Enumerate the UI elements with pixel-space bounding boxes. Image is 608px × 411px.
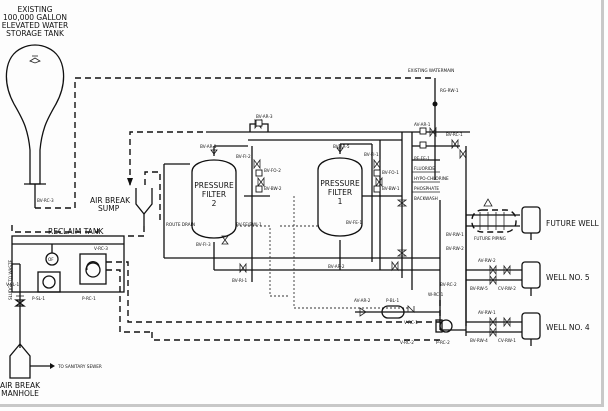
- cv-rw-2-tag: CV-RW-2: [498, 286, 516, 291]
- raw-water-header: [440, 200, 522, 336]
- p-bl-1-tag: P-BL-1: [386, 298, 399, 303]
- well-4-assembly: [489, 312, 541, 346]
- pe-fe-1-tag: PE-FE-1: [414, 156, 430, 161]
- future-well-assembly: [471, 198, 541, 240]
- pressure-filter-2-label-1: PRESSURE: [194, 181, 234, 190]
- cv-rw-1-tag: CV-RW-1: [498, 338, 516, 343]
- av-ar-3-tag: AV-AR-2: [354, 298, 371, 303]
- pressure-filter-1-label-1: PRESSURE: [320, 179, 360, 188]
- v-sl-1-tag: V-SL-1: [6, 282, 20, 287]
- air-blower-line: [355, 305, 453, 333]
- sludge-line: [11, 263, 26, 348]
- bv-rw-5-tag: BV-RW-5: [470, 286, 488, 291]
- air-break-sump: [127, 131, 206, 226]
- tank-valve-tag: BV-RC-3: [37, 198, 54, 203]
- air-break-manhole-label-1: AIR BREAK: [0, 381, 41, 390]
- p-rc-1-tag: P-RC-1: [82, 296, 96, 301]
- v-rc-3-tag: V-RC-3: [94, 246, 108, 251]
- fluoride-label: FLUORIDE: [414, 166, 435, 171]
- sludge-to-waste-label: SLUDGE TO WASTE: [8, 260, 13, 300]
- future-piping-label: FUTURE PIPING: [474, 236, 506, 241]
- valves: [221, 118, 408, 274]
- av-rw-2-tag: AV-RW-2: [478, 258, 496, 263]
- bv-fe-2-tag: BV-FE/BWI-1: [236, 222, 262, 227]
- av-ar-1-tag: AV-AR-1: [414, 122, 431, 127]
- bv-fo-1-tag: BV-FO-1: [382, 170, 399, 175]
- air-break-manhole: [9, 342, 55, 379]
- pressure-filter-1: [317, 144, 363, 252]
- rg-tag: RG-RW-1: [440, 88, 459, 93]
- bv-rc-1-tag: BV-RC-1: [446, 132, 463, 137]
- bv-bw-1-tag: BV-BW-1: [382, 186, 400, 191]
- reclaim-tank: OF: [11, 225, 145, 293]
- bv-ar-3-tag: BV-AR-3: [256, 114, 273, 119]
- existing-watermain-label: EXISTING WATERMAIN: [408, 68, 454, 73]
- phosphate-label: PHOSPHATE: [414, 186, 439, 191]
- to-sanitary-sewer-label: TO SANITARY SEWER: [57, 364, 102, 369]
- bv-ar-2-tag: BV-AR-2: [328, 264, 345, 269]
- bv-fe-1-tag: BV-FE-1: [346, 220, 362, 225]
- p-sl-1-tag: P-SL-1: [32, 296, 45, 301]
- bv-rw-4-tag: BV-RW-4: [470, 338, 488, 343]
- drain-return-line: [151, 332, 440, 341]
- elevated-water-tank: BV-RC-3: [5, 44, 65, 208]
- recycle-lines: [106, 261, 441, 333]
- future-well-label: FUTURE WELL: [546, 219, 600, 228]
- air-break-manhole-label-2: MANHOLE: [1, 389, 39, 398]
- bv-fi-2-tag: BV-FI-2: [236, 154, 251, 159]
- tank-title-line-4: STORAGE TANK: [6, 29, 65, 38]
- filter-piping: [163, 123, 440, 309]
- v-rc-2-tag: V-RC-2: [400, 340, 414, 345]
- reclaim-tank-label: RECLAIM TANK: [48, 227, 104, 236]
- existing-watermain-line: EXISTING WATERMAIN RG-RW-1: [35, 68, 459, 209]
- pressure-filter-2-label-2: FILTER: [202, 190, 226, 199]
- bv-rc-2-tag: BV-RC-2: [440, 282, 457, 287]
- well-5-assembly: [489, 261, 541, 296]
- tank-title-line-1: EXISTING: [17, 5, 52, 14]
- chemical-feed: [412, 118, 470, 330]
- backwash-label: BACKWASH: [414, 196, 438, 201]
- av-rw-1-tag: AV-RW-1: [478, 310, 496, 315]
- w-rc-1-tag: W-RC-1: [428, 292, 444, 297]
- p-rc-2-tag: P-RC-2: [436, 340, 450, 345]
- bv-rw-2-tag: BV-RW-2: [446, 246, 464, 251]
- route-drain-label: ROUTE DRAIN: [166, 222, 195, 227]
- bv-fi-3-tag: BV-FI-3: [196, 242, 211, 247]
- hypo-chlorine-label: HYPO-CHLORINE: [414, 176, 449, 181]
- well-5-label: WELL NO. 5: [546, 273, 590, 282]
- bv-ar-1-tag: BV-AR-1: [200, 144, 217, 149]
- bv-rw-1-tag: BV-RW-1: [446, 232, 464, 237]
- bv-ri-1-tag: BV-RI-1: [232, 278, 248, 283]
- bv-fo-2-tag: BV-FO-2: [264, 168, 281, 173]
- well-4-label: WELL NO. 4: [546, 323, 590, 332]
- bv-ar-5-tag: BV-AR-5: [333, 144, 350, 149]
- tank-title-line-3: ELEVATED WATER: [2, 21, 68, 30]
- pressure-filter-2-label-3: 2: [212, 199, 217, 208]
- of-tag: OF: [48, 257, 54, 262]
- bv-bw-2-tag: BV-BW-2: [264, 186, 282, 191]
- bv-fi-1-tag: BV-FI-1: [364, 152, 379, 157]
- pressure-filter-1-label-2: FILTER: [328, 188, 352, 197]
- v-rc-1-tag: V-RC-1: [404, 320, 418, 325]
- tank-title-line-2: 100,000 GALLON: [3, 13, 67, 22]
- pressure-filter-1-label-3: 1: [338, 197, 343, 206]
- air-break-sump-label-1: AIR BREAK: [90, 196, 131, 205]
- air-break-sump-label-2: SUMP: [98, 204, 120, 213]
